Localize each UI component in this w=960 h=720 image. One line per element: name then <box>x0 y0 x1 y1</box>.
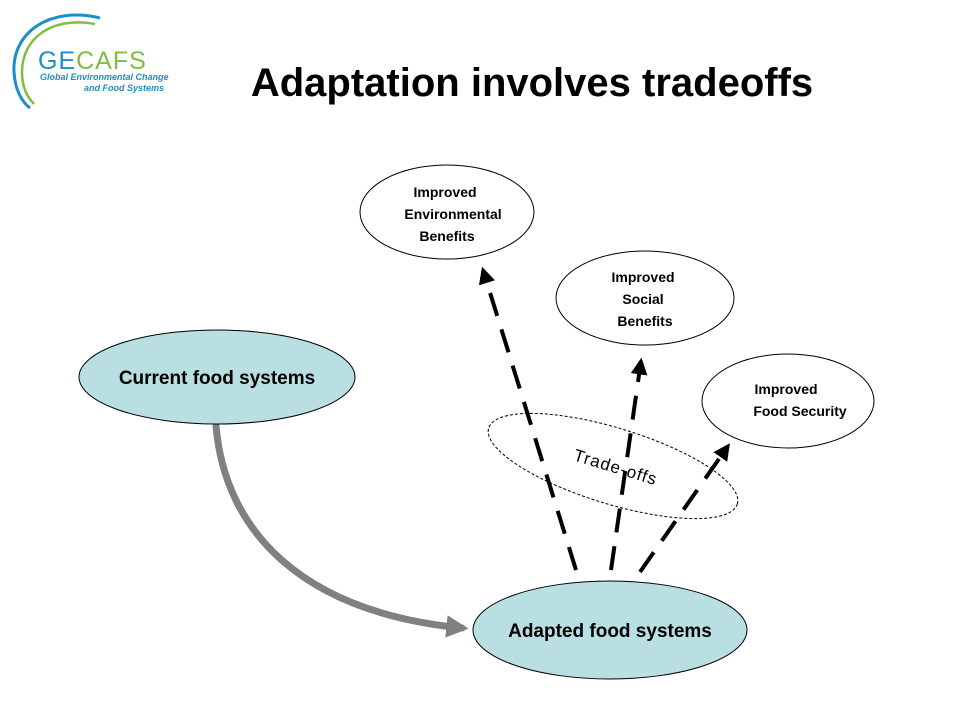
logo-subtitle-line1: Global Environmental Change <box>40 72 169 82</box>
node-current-label: Current food systems <box>119 368 315 389</box>
node-current-food-systems: Current food systems <box>78 329 356 425</box>
page-title: Adaptation involves tradeoffs <box>251 61 813 105</box>
node-social-benefits: Improved Social Benefits <box>555 250 735 346</box>
logo-swoosh-blue <box>12 13 101 110</box>
tradeoffs-label: Trade-offs <box>571 446 659 489</box>
node-environmental-benefits: Improved Environmental Benefits <box>359 164 535 260</box>
node-adapted-label: Adapted food systems <box>508 621 712 642</box>
arrow-to-social <box>609 357 648 571</box>
node-social-label: Improved Social Benefits <box>612 269 679 329</box>
node-environmental-label: Improved Environmental Benefits <box>404 184 505 244</box>
node-food-security-label: Improved Food Security <box>753 381 847 419</box>
tradeoff-arrows <box>478 266 730 574</box>
gecafs-logo: GECAFS Global Environmental Change and F… <box>12 13 169 110</box>
arrow-to-environmental <box>478 266 578 571</box>
logo-swoosh-green <box>20 21 96 105</box>
node-food-security: Improved Food Security <box>701 353 875 449</box>
node-adapted-food-systems: Adapted food systems <box>472 580 748 680</box>
adaptation-arrow <box>212 422 469 638</box>
logo-subtitle-line2: and Food Systems <box>84 83 164 93</box>
arrow-to-food-security <box>638 443 730 574</box>
logo-wordmark: GECAFS <box>38 47 147 75</box>
